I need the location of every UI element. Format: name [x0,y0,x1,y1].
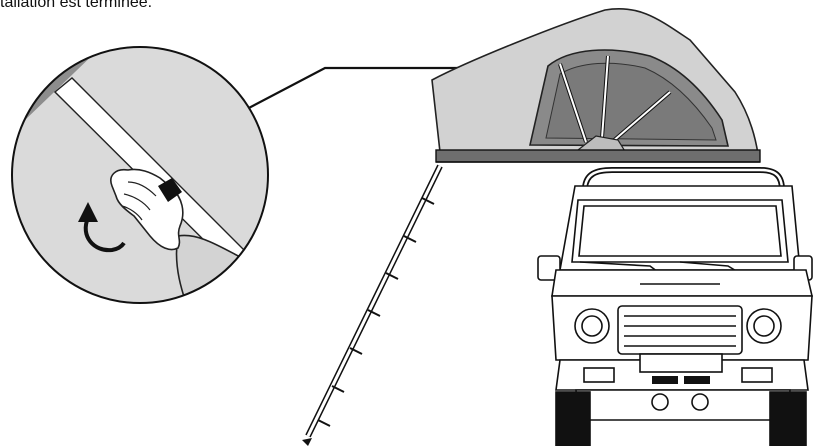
magnifier-detail [11,46,269,304]
tent-base-rail [435,149,761,163]
front-tire-left [555,391,591,446]
telescopic-support-pole [302,164,443,446]
license-plate [639,353,723,373]
instruction-caption: tallation est terminée. [0,0,153,11]
callout-leader-line [244,66,458,111]
front-tire-right [769,391,807,446]
roof-tent [431,8,761,163]
side-mirror-left [537,255,561,281]
off-road-vehicle [537,167,814,446]
rotate-arrow-icon [78,202,126,253]
